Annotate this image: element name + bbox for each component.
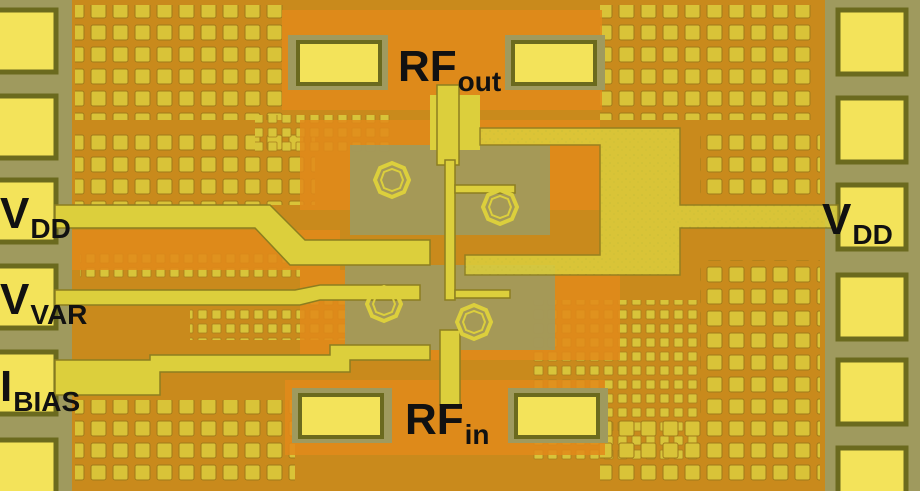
vdd-left-label: VDD [0, 192, 71, 243]
vvar-label-sub: VAR [30, 299, 88, 330]
vvar-label: VVAR [0, 278, 87, 329]
vdd-right-label: VDD [822, 198, 893, 249]
rf-out-label: RFout [398, 45, 501, 96]
dummy-fill-fields [75, 5, 820, 485]
rf-pads [288, 35, 608, 443]
spiral-inductors [364, 160, 520, 342]
ibias-label: IBIAS [0, 365, 80, 416]
left-pad-column [0, 0, 72, 491]
vdd-left-label-base: V [0, 189, 30, 238]
rf-out-label-sub: out [457, 66, 502, 97]
ibias-label-sub: BIAS [13, 386, 81, 417]
vdd-left-label-sub: DD [30, 213, 71, 244]
vdd-right-label-base: V [822, 195, 852, 244]
vvar-label-base: V [0, 275, 30, 324]
ibias-label-base: I [0, 362, 13, 411]
rf-in-label: RFin [405, 398, 490, 449]
rf-in-label-base: RF [405, 395, 464, 444]
rf-in-label-sub: in [464, 419, 490, 450]
rf-out-label-base: RF [398, 42, 457, 91]
vdd-right-label-sub: DD [852, 219, 893, 250]
right-pad-column [825, 0, 920, 491]
metal-traces [54, 84, 839, 406]
